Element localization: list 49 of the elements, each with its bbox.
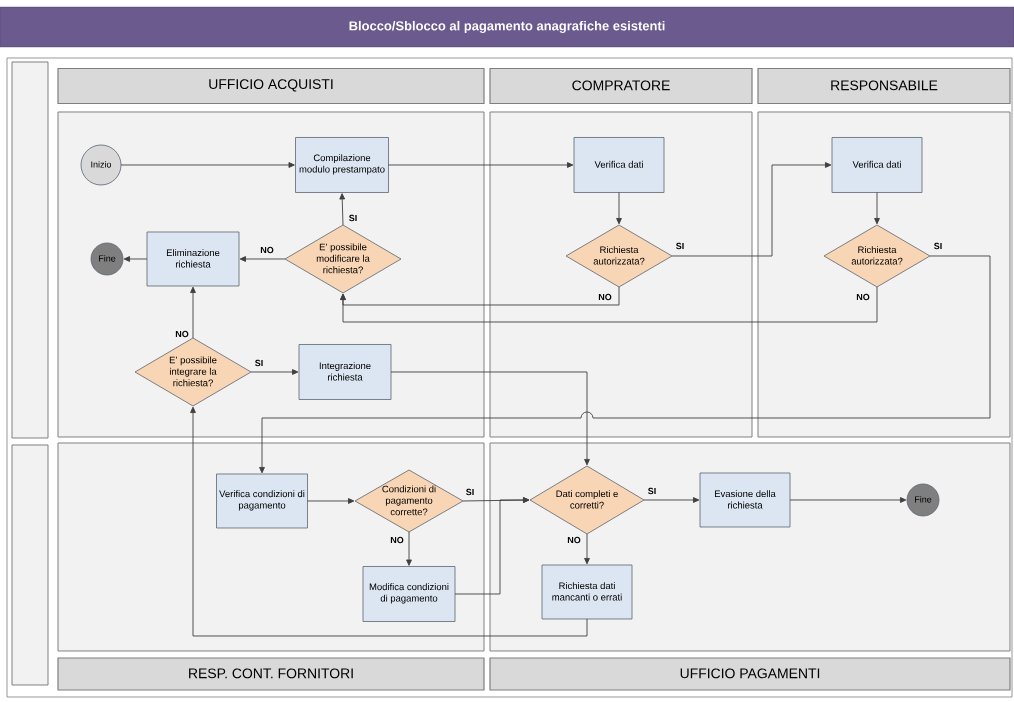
process-box: Verifica condizioni di pagamento xyxy=(216,473,308,529)
process-box: Verifica dati xyxy=(573,137,665,193)
arrow xyxy=(307,498,355,504)
arrow xyxy=(123,256,148,262)
process-box: Richiesta dati mancanti o errati xyxy=(541,564,633,620)
lane-header: UFFICIO PAGAMENTI xyxy=(489,657,1011,691)
arrow xyxy=(259,255,991,474)
edge-label: NO xyxy=(566,535,582,545)
edge-label: SI xyxy=(932,241,944,251)
lane-header: UFFICIO ACQUISTI xyxy=(57,67,485,105)
process-box: Integrazione richiesta xyxy=(298,344,392,400)
arrow xyxy=(250,369,299,375)
process-box: Evasione della richiesta xyxy=(699,472,791,528)
arrow xyxy=(616,192,622,225)
title-banner: Blocco/Sblocco al pagamento anagrafiche esistenti xyxy=(0,6,1014,48)
process-box: Verifica dati xyxy=(831,137,923,193)
edge-label: NO xyxy=(855,292,871,302)
edge-label: NO xyxy=(174,329,190,339)
arrow xyxy=(874,192,880,225)
arrow xyxy=(789,497,907,503)
arrow xyxy=(390,371,590,466)
edge-label: SI xyxy=(464,487,476,497)
edge-label: NO xyxy=(389,535,405,545)
edge-label: NO xyxy=(259,245,275,255)
lane-header: RESPONSABILE xyxy=(757,67,1011,105)
process-box: Modifica condizioni di pagamento xyxy=(362,566,456,622)
arrow xyxy=(584,533,590,565)
lane-header: COMPRATORE xyxy=(489,67,753,105)
arrow xyxy=(339,193,346,226)
arrow xyxy=(340,286,878,323)
edge-label: SI xyxy=(253,358,265,368)
arrow xyxy=(454,497,530,595)
edge-label: SI xyxy=(646,486,658,496)
arrow xyxy=(120,162,295,168)
arrow xyxy=(239,256,286,262)
arrow xyxy=(190,286,196,339)
edge-label: NO xyxy=(597,292,613,302)
arrow xyxy=(671,162,832,257)
arrow xyxy=(643,497,700,503)
edge-label: SI xyxy=(347,213,359,223)
arrow xyxy=(190,406,588,637)
lane-header: RESP. CONT. FORNITORI xyxy=(57,657,485,691)
lane-label-band xyxy=(11,444,49,686)
arrow xyxy=(388,162,574,168)
arrow xyxy=(406,531,412,566)
process-box: Eliminazione richiesta xyxy=(146,231,240,287)
edge-label: SI xyxy=(674,241,686,251)
lane-label-band xyxy=(11,61,49,439)
process-box: Compilazione modulo prestampato xyxy=(295,137,389,193)
